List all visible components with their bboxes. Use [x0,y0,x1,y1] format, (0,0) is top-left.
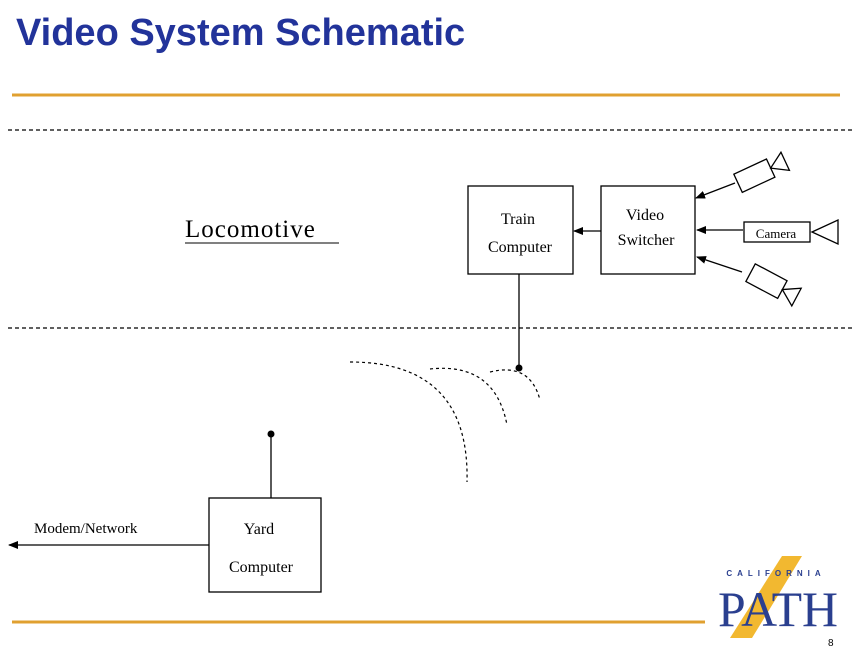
train-computer-line1: Train [501,211,535,228]
camera-3-icon [745,262,803,308]
train-computer-line2: Computer [488,239,553,256]
train-antenna-tip [515,364,523,372]
yard-computer-line2: Computer [229,559,294,576]
logo-top-text: CALIFORNIA [726,569,825,578]
yard-computer-line1: Yard [244,521,274,538]
yard-computer-box: Yard Computer [208,497,322,593]
camera-label: Camera [756,226,797,241]
radio-waves-icon [349,361,541,483]
train-computer-box: Train Computer [467,185,574,275]
video-switcher-line1: Video [626,207,664,224]
modem-network-label: Modem/Network [34,521,138,537]
camera-2-icon: Camera [743,218,839,246]
camera-3-arrow [696,256,743,273]
video-switcher-box: Video Switcher [600,185,696,275]
locomotive-label: Locomotive [185,216,316,243]
video-switcher-line2: Switcher [618,232,676,249]
california-path-logo: CALIFORNIA PATH [718,556,838,638]
page-number: 8 [828,638,834,647]
camera-1-icon [732,150,791,194]
slide-title: Video System Schematic [16,12,466,54]
logo-main-text: PATH [718,581,838,637]
camera-1-arrow [695,182,736,199]
